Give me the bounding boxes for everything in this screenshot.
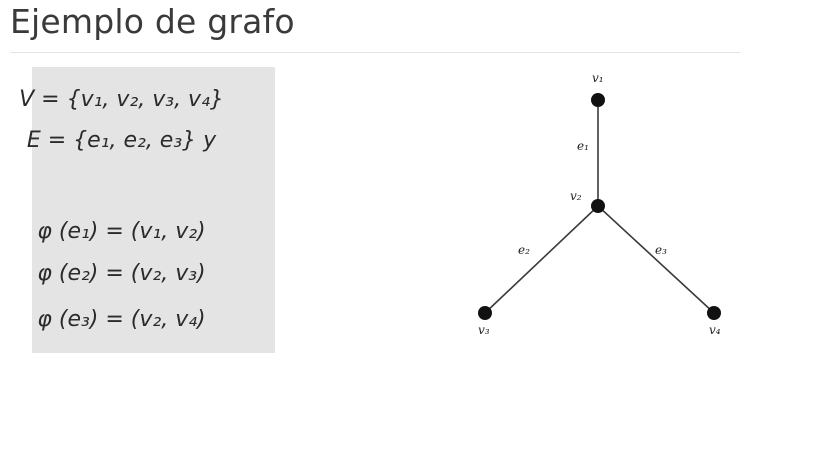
vertex-label-v4: v₄ xyxy=(709,323,721,337)
incidence-formula-e2: φ (e₂) = (v₂, v₃) xyxy=(37,261,206,286)
edge-label-e1: e₁ xyxy=(577,139,589,153)
vertex-set-formula: V = {v₁, v₂, v₃, v₄} xyxy=(19,87,224,112)
edge-e2 xyxy=(484,205,599,314)
slide-title: Ejemplo de grafo xyxy=(10,2,295,41)
vertex-v4 xyxy=(707,306,721,320)
vertex-v3 xyxy=(478,306,492,320)
edge-label-e3: e₃ xyxy=(655,243,667,257)
edge-label-e2: e₂ xyxy=(518,243,530,257)
vertex-label-v3: v₃ xyxy=(478,323,490,337)
edge-e3 xyxy=(597,205,715,314)
vertex-label-v2: v₂ xyxy=(570,189,582,203)
incidence-formula-e1: φ (e₁) = (v₁, v₂) xyxy=(37,219,206,244)
vertex-v1 xyxy=(591,93,605,107)
title-divider xyxy=(10,52,740,53)
edge-set-formula: E = {e₁, e₂, e₃} y xyxy=(26,128,217,153)
definition-box xyxy=(32,67,275,353)
vertex-label-v1: v₁ xyxy=(592,71,604,85)
vertex-v2 xyxy=(591,199,605,213)
incidence-formula-e3: φ (e₃) = (v₂, v₄) xyxy=(37,307,206,332)
